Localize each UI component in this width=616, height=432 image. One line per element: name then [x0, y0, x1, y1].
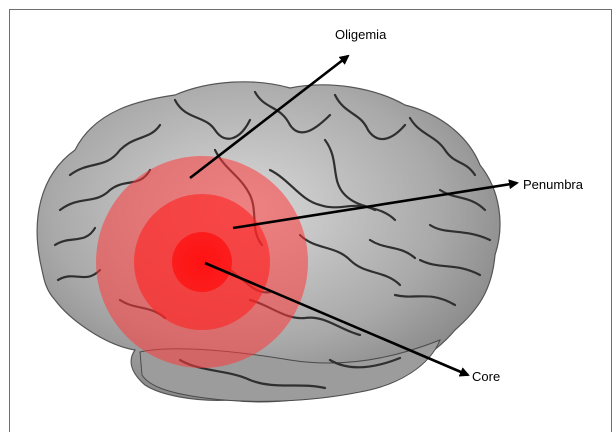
ischemic-zones-diagram: [0, 0, 616, 423]
zone-core: [172, 232, 232, 292]
label-core: Core: [472, 369, 500, 384]
ischemic-zones: [96, 156, 308, 368]
label-oligemia: Oligemia: [335, 27, 386, 42]
label-penumbra: Penumbra: [523, 177, 583, 192]
